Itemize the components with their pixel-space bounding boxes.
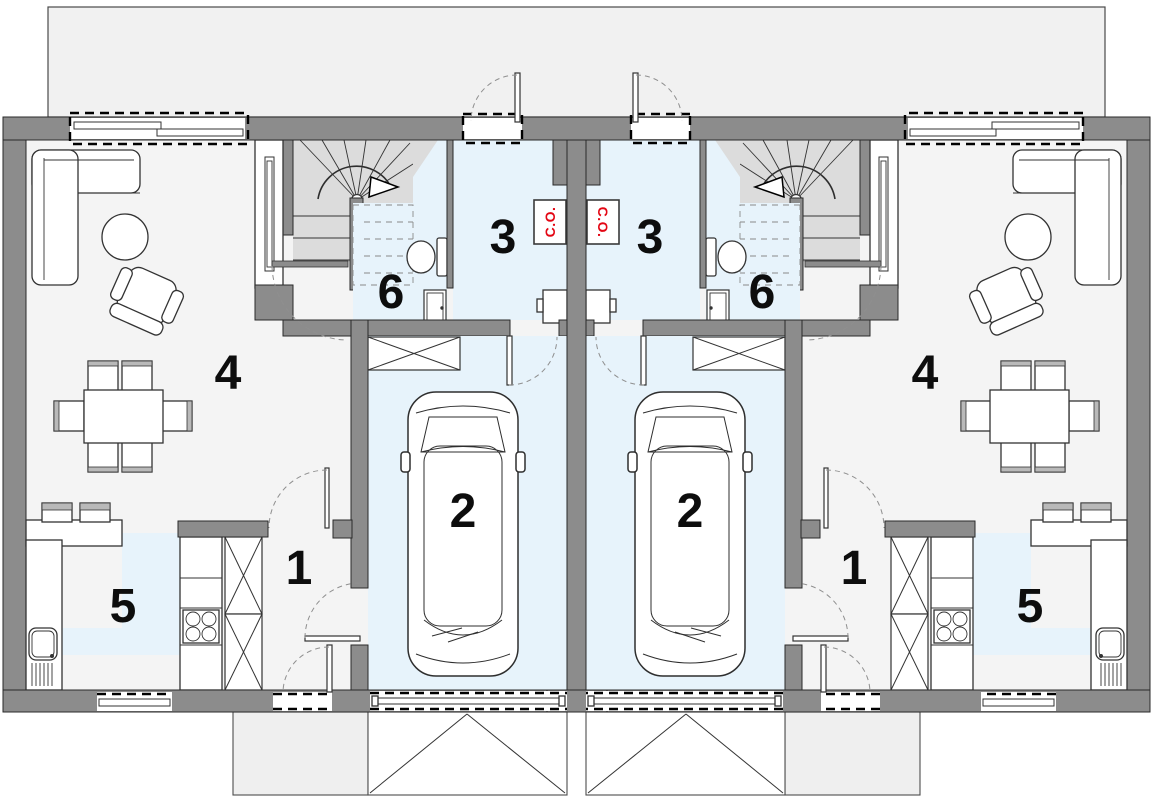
room-number-labels: 1 2 3 4 5 6 1 2 3 4 5 6 — [110, 211, 1044, 633]
room-label-living-left: 4 — [215, 347, 242, 400]
room-label-kitchen-left: 5 — [110, 580, 137, 633]
room-label-garage-left: 2 — [450, 485, 477, 538]
room-label-vestibule-right: 3 — [637, 211, 664, 264]
room-label-garage-right: 2 — [677, 485, 704, 538]
room-label-kitchen-right: 5 — [1017, 580, 1044, 633]
room-label-bath-left: 6 — [378, 266, 405, 319]
party-wall — [566, 139, 587, 713]
room-label-bath-right: 6 — [749, 266, 776, 319]
room-label-hall-left: 1 — [286, 542, 313, 595]
room-label-living-right: 4 — [912, 347, 939, 400]
room-label-vestibule-left: 3 — [490, 211, 517, 264]
co-label-left: C.O. — [542, 207, 558, 238]
co-label-right: C.O. — [595, 207, 611, 238]
room-label-hall-right: 1 — [841, 542, 868, 595]
roof-outline — [47, 6, 1106, 118]
heating-labels: C.O. C.O. — [542, 207, 611, 238]
